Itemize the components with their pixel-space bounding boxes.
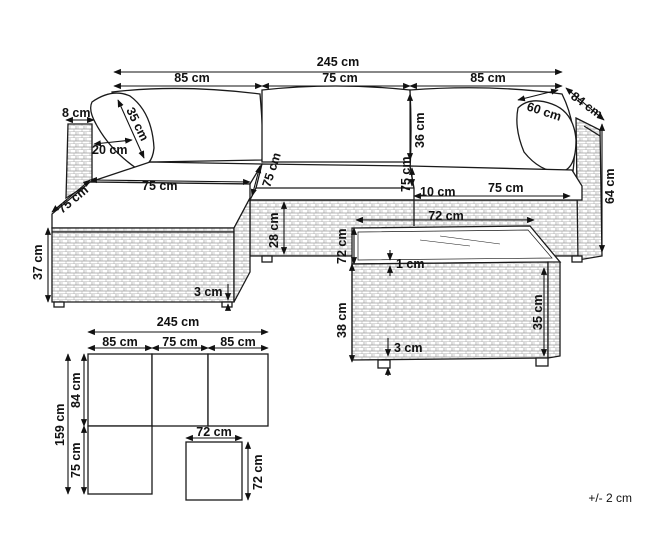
plan-middle-width: 75 cm [162, 335, 197, 349]
dim-left-width: 85 cm [174, 71, 209, 85]
ottoman-side [233, 197, 251, 303]
plan-sofa-right [207, 353, 269, 427]
dim-total-width: 245 cm [317, 55, 359, 69]
plan-table [185, 441, 243, 501]
dim-table-depth: 72 cm [335, 229, 349, 264]
dim-backrest-height: 36 cm [413, 113, 427, 148]
plan-sofa-depth: 84 cm [69, 373, 83, 408]
plan-dimension-labels: 245 cm 85 cm 75 cm 85 cm 159 cm 84 cm 75… [53, 315, 265, 490]
scatter-cushion-right [516, 100, 577, 173]
dim-arm-width: 8 cm [62, 106, 91, 120]
right-arm [575, 116, 603, 261]
plan-total-depth: 159 cm [53, 404, 67, 446]
dim-table-glass: 1 cm [396, 257, 425, 271]
plan-ottoman-depth: 75 cm [69, 443, 83, 478]
plan-right-width: 85 cm [220, 335, 255, 349]
dimension-labels: 245 cm 85 cm 75 cm 85 cm 8 cm 35 cm 20 c… [31, 55, 617, 355]
dim-back-cushion-depth: 20 cm [92, 143, 127, 157]
dimension-lines [44, 68, 606, 376]
plan-sofa-left [87, 353, 153, 427]
plan-sofa-middle [151, 353, 209, 427]
dim-table-height: 38 cm [335, 303, 349, 338]
dim-ottoman-width: 75 cm [142, 179, 177, 193]
dim-table-inner-height: 35 cm [531, 295, 545, 330]
seat-cushion-right [409, 165, 583, 201]
table-front [351, 261, 549, 361]
dim-ottoman-leg: 3 cm [194, 285, 223, 299]
plan-ottoman [87, 425, 153, 495]
dim-right-depth: 84 cm [568, 89, 605, 121]
plan-left-width: 85 cm [102, 335, 137, 349]
tolerance-note: +/- 2 cm [588, 491, 632, 505]
plan-view [87, 353, 269, 501]
dim-seat-depth-mid: 75 cm [399, 157, 413, 192]
table-side [547, 261, 561, 359]
plan-dimension-lines [64, 328, 269, 501]
plan-total-width: 245 cm [157, 315, 199, 329]
dim-right-width: 85 cm [470, 71, 505, 85]
dim-seat-height: 28 cm [267, 213, 281, 248]
dim-ottoman-height: 37 cm [31, 245, 45, 280]
back-cushion-middle [261, 85, 412, 163]
plan-table-width: 72 cm [196, 425, 231, 439]
dim-seat-cushion-thickness: 10 cm [420, 185, 455, 199]
dim-table-leg: 3 cm [394, 341, 423, 355]
plan-table-depth: 72 cm [251, 455, 265, 490]
dim-middle-width: 75 cm [322, 71, 357, 85]
dim-table-width: 72 cm [428, 209, 463, 223]
dim-seat-depth-right: 75 cm [488, 181, 523, 195]
dim-total-height: 64 cm [603, 169, 617, 204]
